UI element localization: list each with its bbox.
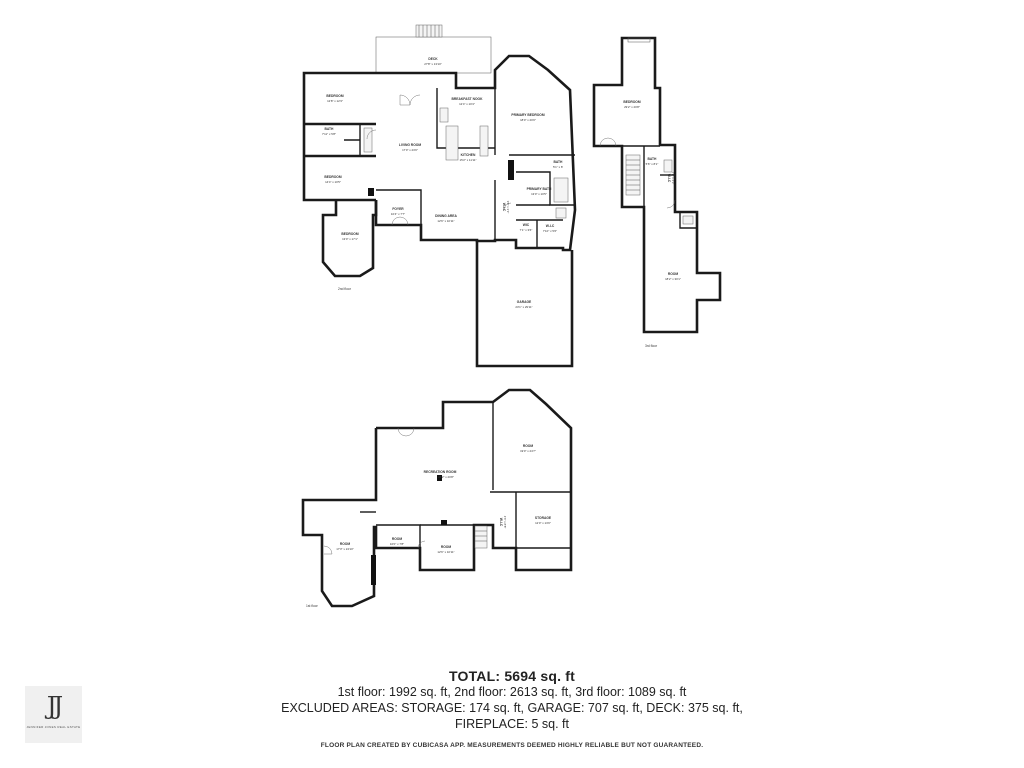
room-label-bath-b: BATH [554, 160, 564, 164]
bedroom-c-walls [321, 200, 378, 278]
fireplace-area: FIREPLACE: 5 sq. ft [455, 717, 569, 731]
first-floor-walls [301, 388, 573, 608]
stairs [474, 525, 488, 549]
room-label-primary-bath: PRIMARY BATH [527, 187, 552, 191]
floor-label-third: 3rd floor [645, 344, 658, 348]
bedroom-wing-walls [302, 71, 376, 202]
room-label-third-bedroom: BEDROOM [623, 100, 640, 104]
room-dims-deck: 27'8" x 13'10" [424, 62, 441, 66]
room-label-foyer: FOYER [392, 207, 404, 211]
room-label-bedroom-a: BEDROOM [326, 94, 343, 98]
room-dims-wic-b: 7'10" x 5'6" [543, 229, 557, 233]
room-label-breakfast: BREAKFAST NOOK [452, 97, 484, 101]
room-label-garage: GARAGE [517, 300, 532, 304]
room-dims-third-bedroom: 29'2" x 20'8" [624, 105, 640, 109]
logo-monogram: JJ [46, 692, 63, 720]
room-label-kitchen: KITCHEN [461, 153, 476, 157]
room-label-bedroom-c: BEDROOM [341, 232, 358, 236]
room-label-third-wic: W-I-C [667, 174, 671, 183]
room-dims-recreation: 28'2" x 20'8" [438, 475, 454, 479]
area-summary: TOTAL: 5694 sq. ft 1st floor: 1992 sq. f… [0, 668, 1024, 732]
room-dims-first-room-b: 17'3" x 24'10" [336, 547, 353, 551]
kitchen-island [445, 125, 459, 161]
room-label-first-room-c: ROOM [392, 537, 403, 541]
room-dims-bedroom-c: 13'0" x 17'1" [342, 237, 358, 241]
room-dims-first-room-d: 12'6" x 10'11" [437, 550, 454, 554]
room-label-primary-bed: PRIMARY BEDROOM [511, 113, 544, 117]
room-dims-third-wic: 7'0" x 4'3" [671, 172, 675, 185]
room-label-living: LIVING ROOM [399, 143, 421, 147]
room-dims-third-room: 18'2" x 30'1" [665, 277, 681, 281]
floor-label-first: 1st floor [306, 604, 319, 608]
room-label-first-wic: W-I-C [499, 518, 503, 527]
room-label-wic-b: W-I-C [546, 224, 555, 228]
garage-walls [475, 241, 574, 368]
room-dims-bedroom-b: 14'4" x 10'5" [325, 180, 341, 184]
room-dims-first-wic: 4'6" x 8'8" [503, 516, 507, 529]
room-label-deck: DECK [428, 57, 438, 61]
room-dims-third-bath: 5'6" x 8'1" [646, 162, 659, 166]
fireplace [437, 475, 442, 481]
third-floor-plan: BEDROOM 29'2" x 20'8" BATH 5'6" x 8'1" W… [592, 36, 722, 348]
excluded-areas: EXCLUDED AREAS: STORAGE: 174 sq. ft, GAR… [281, 701, 743, 715]
room-dims-foyer: 10'4" x 7'7" [391, 212, 405, 216]
room-dims-kitchen: 15'2" x 11'11" [459, 158, 476, 162]
room-dims-primary-bath: 13'0" x 10'5" [531, 192, 547, 196]
main-core-walls [374, 54, 577, 252]
floor-label-second: 2nd floor [338, 287, 352, 291]
room-dims-storage: 12'0" x 13'0" [535, 521, 551, 525]
room-dims-wic-c: 9'8" x 3'1" [506, 201, 510, 214]
room-label-first-room-a: ROOM [523, 444, 534, 448]
disclaimer: FLOOR PLAN CREATED BY CUBICASA APP. MEAS… [320, 742, 704, 749]
room-label-storage: STORAGE [535, 516, 552, 520]
first-floor-plan: RECREATION ROOM 28'2" x 20'8" ROOM 19'0"… [301, 388, 573, 608]
room-label-wic-c: W-I-C [502, 203, 506, 212]
room-dims-first-room-a: 19'0" x 24'7" [520, 449, 536, 453]
room-dims-garage: 23'1" x 29'11" [515, 305, 532, 309]
room-dims-dining: 12'6" x 10'11" [437, 219, 454, 223]
room-label-wic-a: WIC [523, 223, 530, 227]
room-dims-primary-bed: 18'0" x 20'0" [520, 118, 536, 122]
total-area: TOTAL: 5694 sq. ft [449, 668, 575, 684]
room-dims-breakfast: 12'4" x 10'4" [459, 102, 475, 106]
third-floor-walls [592, 36, 722, 334]
room-label-third-room: ROOM [668, 272, 679, 276]
room-label-bath-a: BATH [325, 127, 335, 131]
deck-stairs [415, 24, 443, 38]
room-label-first-room-d: ROOM [441, 545, 452, 549]
agent-logo: JJ JENNIFER JONES REAL ESTATE [25, 686, 82, 743]
room-label-first-room-b: ROOM [340, 542, 351, 546]
room-dims-bedroom-a: 12'8" x 12'3" [327, 99, 343, 103]
logo-caption: JENNIFER JONES REAL ESTATE [26, 725, 81, 729]
deck-area [375, 36, 492, 74]
room-dims-first-room-c: 10'0" x 7'8" [390, 542, 404, 546]
second-floor-plan: DECK 27'8" x 13'10" BEDROOM 12'8" x 12'3… [302, 24, 577, 368]
room-label-third-bath: BATH [648, 157, 658, 161]
room-dims-wic-a: 7'1" x 3'6" [520, 228, 533, 232]
room-label-bedroom-b: BEDROOM [324, 175, 341, 179]
room-dims-living: 17'0" x 23'0" [402, 148, 418, 152]
room-label-recreation: RECREATION ROOM [424, 470, 457, 474]
floor-plan: DECK 27'8" x 13'10" BEDROOM 12'8" x 12'3… [301, 24, 722, 608]
floor-areas: 1st floor: 1992 sq. ft, 2nd floor: 2613 … [337, 685, 687, 699]
room-dims-bath-a: 7'11" x 5'8" [322, 132, 336, 136]
room-label-dining: DINING AREA [435, 214, 457, 218]
room-dims-bath-b: 5'1" x 8' [553, 165, 563, 169]
